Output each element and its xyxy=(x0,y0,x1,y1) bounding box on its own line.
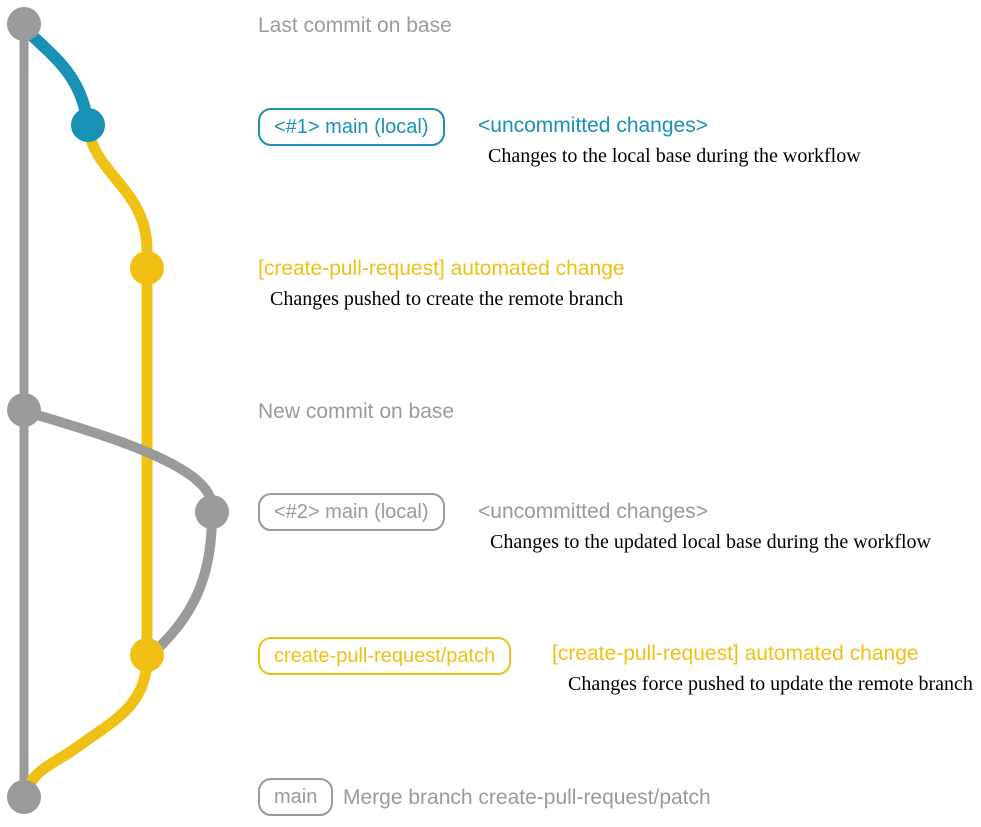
new-commit-title: New commit on base xyxy=(258,400,455,423)
branch-badge-patch-label: create-pull-request/patch xyxy=(274,644,496,667)
branch-badge-main-local-1-label: <#1> main (local) xyxy=(274,115,429,138)
patch-branch-line xyxy=(19,122,153,801)
commit-graph xyxy=(7,7,229,814)
automated-2-heading: [create-pull-request] automated change xyxy=(552,642,919,665)
branch-badge-main-local-1: <#1> main (local) xyxy=(258,108,445,146)
commit-dot-uncommitted-1 xyxy=(71,108,105,142)
automated-2-description: Changes force pushed to update the remot… xyxy=(568,673,973,695)
merge-message: Merge branch create-pull-request/patch xyxy=(343,786,711,809)
automated-1-heading: [create-pull-request] automated change xyxy=(258,257,625,280)
branch-badge-main-label: main xyxy=(274,785,318,808)
uncommitted-1-description: Changes to the local base during the wor… xyxy=(488,145,861,167)
commit-dot-last-base xyxy=(7,7,41,41)
branch-badge-patch: create-pull-request/patch xyxy=(258,637,512,675)
commit-dot-uncommitted-2 xyxy=(195,495,229,529)
commit-dot-automated-2 xyxy=(130,638,164,672)
branch-badge-main-local-2-label: <#2> main (local) xyxy=(274,500,429,523)
commit-dot-automated-1 xyxy=(130,251,164,285)
commit-dot-new-base xyxy=(7,393,41,427)
commit-dot-merge xyxy=(7,780,41,814)
local2-to-patch-edge xyxy=(149,509,217,657)
uncommitted-2-heading: <uncommitted changes> xyxy=(478,500,708,523)
branch-badge-main: main xyxy=(258,778,334,816)
last-commit-title: Last commit on base xyxy=(258,14,452,37)
uncommitted-2-description: Changes to the updated local base during… xyxy=(490,531,931,553)
branch-badge-main-local-2: <#2> main (local) xyxy=(258,493,445,531)
automated-1-description: Changes pushed to create the remote bran… xyxy=(270,288,624,310)
uncommitted-1-heading: <uncommitted changes> xyxy=(478,114,708,137)
base-to-local2-edge xyxy=(22,407,217,519)
